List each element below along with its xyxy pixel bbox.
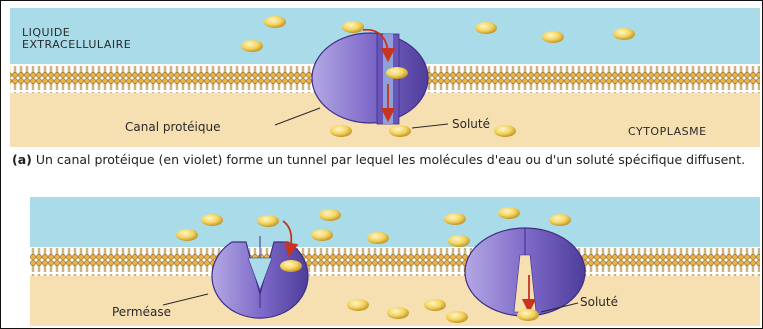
solute-molecule [517,309,539,321]
solute-molecule [241,40,263,52]
label-solute-b: Soluté [580,295,618,309]
extracellular-fluid [30,197,760,247]
solute-molecule [201,214,223,226]
solute-molecule [176,229,198,241]
label-solute-a: Soluté [452,117,490,131]
solute-molecule [494,125,516,137]
solute-molecule [424,299,446,311]
solute-molecule [347,299,369,311]
solute-molecule [367,232,389,244]
solute-molecule [280,260,302,272]
solute-molecule [448,235,470,247]
solute-molecule [444,213,466,225]
solute-molecule [342,21,364,33]
solute-molecule [389,125,411,137]
caption-text: Un canal protéique (en violet) forme un … [36,152,745,167]
solute-molecule [264,16,286,28]
margin [1,185,29,328]
panel-b: Perméase Soluté [30,197,760,326]
caption-marker: (a) [12,152,32,167]
lipid-bilayer [30,247,760,276]
permease-open-out [212,236,308,318]
solute-molecule [613,28,635,40]
label-permease: Perméase [112,305,171,319]
label-channel: Canal protéique [125,120,221,134]
solute-molecule [386,67,408,79]
panel-a: LIQUIDE EXTRACELLULAIRE Canal protéique [10,8,760,147]
solute-molecule [311,229,333,241]
label-extracellular-l2: EXTRACELLULAIRE [22,38,131,51]
label-cytoplasm: CYTOPLASME [628,125,707,138]
solute-molecule [257,215,279,227]
solute-molecule [542,31,564,43]
solute-molecule [319,209,341,221]
solute-molecule [446,311,468,323]
solute-molecule [330,125,352,137]
channel-protein [312,33,428,124]
solute-molecule [475,22,497,34]
solute-molecule [549,214,571,226]
solute-molecule [387,307,409,319]
solute-molecule [498,207,520,219]
permease-open-in [465,228,585,316]
figure-caption: (a) Un canal protéique (en violet) forme … [12,152,757,167]
